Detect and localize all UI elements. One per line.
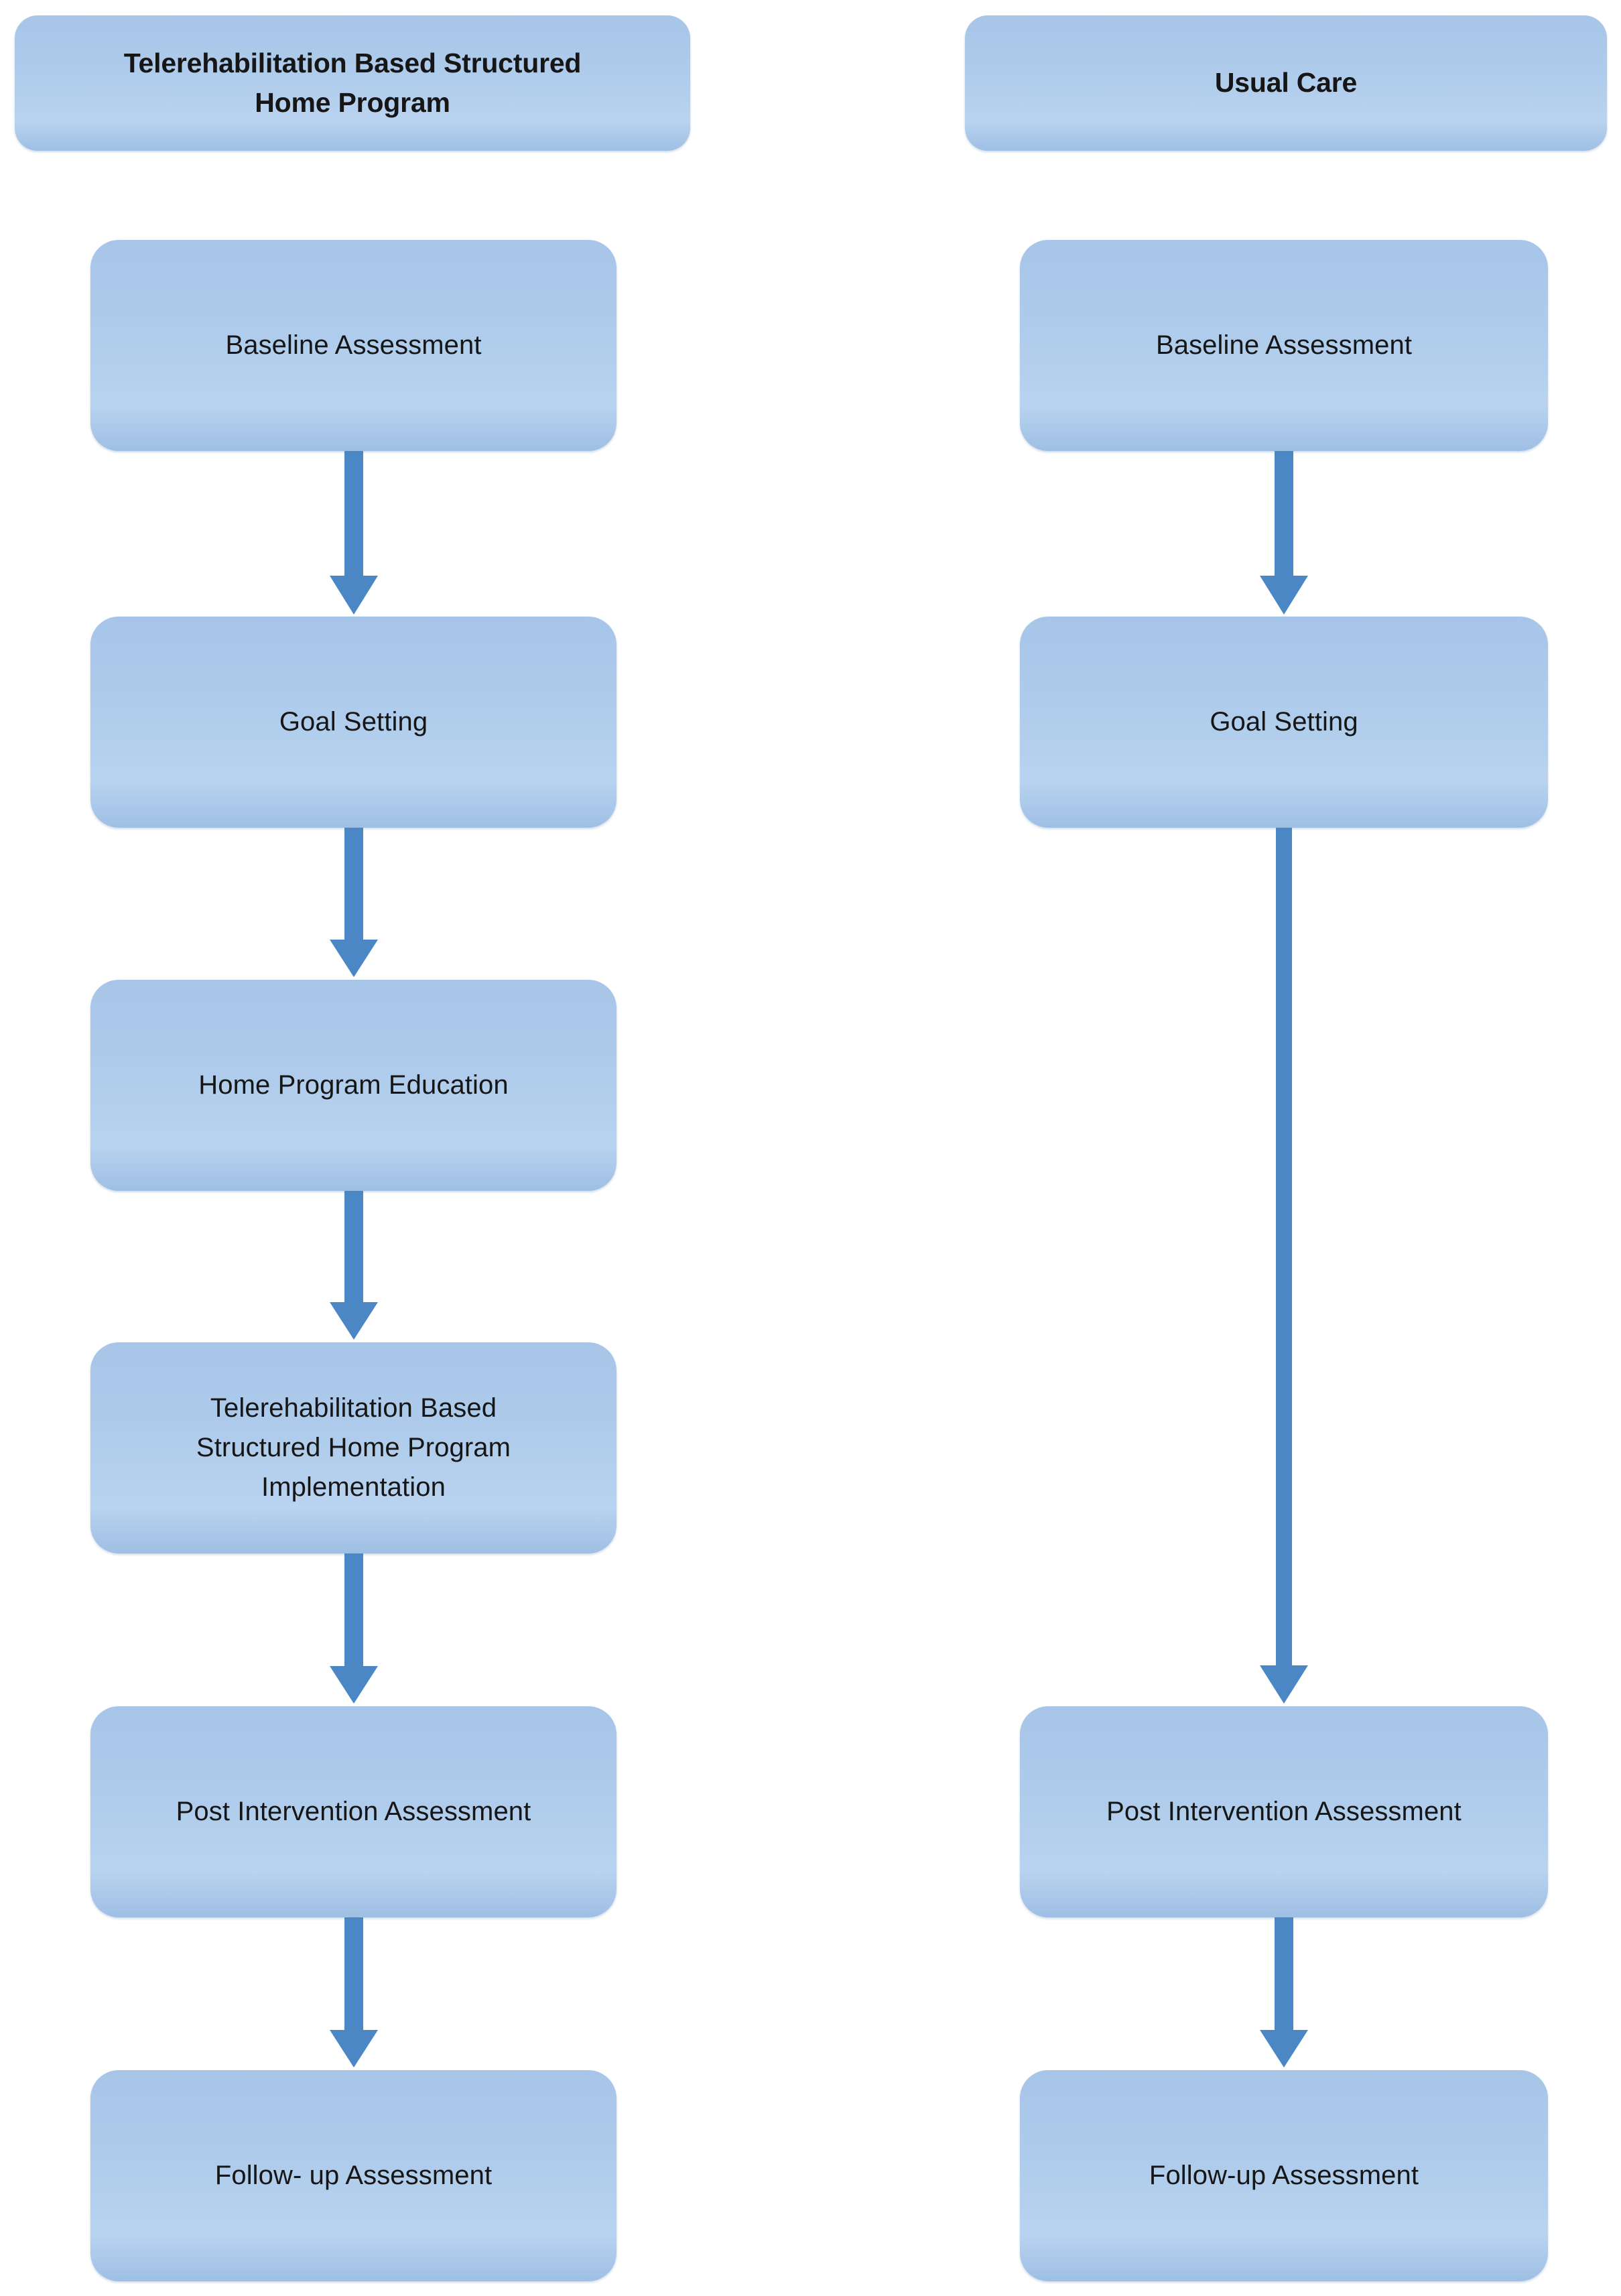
arrow-goal-to-post-right-long-glyph	[1260, 828, 1308, 1704]
arrow-baseline-to-goal-left	[320, 451, 387, 617]
column-header-usual-care-label: Usual Care	[1214, 67, 1358, 99]
arrow-baseline-to-goal-right-glyph	[1260, 451, 1308, 615]
arrow-implementation-to-post-left-glyph	[330, 1553, 378, 1704]
node-post-intervention-assessment-right[interactable]: Post Intervention Assessment	[1020, 1706, 1548, 1917]
node-goal-setting-right[interactable]: Goal Setting	[1020, 617, 1548, 828]
node-post-intervention-assessment-left[interactable]: Post Intervention Assessment	[90, 1706, 617, 1917]
arrow-post-to-followup-right	[1250, 1917, 1317, 2070]
arrow-education-to-implementation-left	[320, 1191, 387, 1342]
arrow-post-to-followup-right-glyph	[1260, 1917, 1308, 2067]
node-program-implementation[interactable]: Telerehabilitation Based Structured Home…	[90, 1342, 617, 1553]
arrow-goal-to-education-left	[320, 828, 387, 980]
node-post-intervention-assessment-left-label: Post Intervention Assessment	[176, 1796, 531, 1826]
node-baseline-assessment-left[interactable]: Baseline Assessment	[90, 240, 617, 451]
column-header-telerehabilitation-label: Telerehabilitation Based Structured Home…	[123, 47, 582, 118]
arrow-education-to-implementation-left-glyph	[330, 1191, 378, 1340]
node-follow-up-assessment-right-label: Follow-up Assessment	[1149, 2160, 1419, 2190]
arrow-post-to-followup-left-glyph	[330, 1917, 378, 2067]
node-baseline-assessment-right-label: Baseline Assessment	[1155, 330, 1413, 360]
column-header-usual-care: Usual Care	[965, 15, 1607, 151]
arrow-goal-to-education-left-glyph	[330, 828, 378, 977]
node-post-intervention-assessment-right-label: Post Intervention Assessment	[1106, 1796, 1462, 1826]
node-goal-setting-right-label: Goal Setting	[1210, 706, 1358, 737]
node-program-implementation-label: Telerehabilitation Based Structured Home…	[196, 1393, 511, 1503]
arrow-baseline-to-goal-right	[1250, 451, 1317, 617]
column-header-telerehabilitation: Telerehabilitation Based Structured Home…	[15, 15, 690, 151]
node-baseline-assessment-left-label: Baseline Assessment	[225, 330, 482, 360]
arrow-goal-to-post-right-long	[1250, 828, 1317, 1706]
node-goal-setting-left-label: Goal Setting	[279, 706, 428, 737]
node-home-program-education[interactable]: Home Program Education	[90, 980, 617, 1191]
arrow-baseline-to-goal-left-glyph	[330, 451, 378, 615]
node-goal-setting-left[interactable]: Goal Setting	[90, 617, 617, 828]
node-home-program-education-label: Home Program Education	[198, 1070, 509, 1100]
node-follow-up-assessment-right[interactable]: Follow-up Assessment	[1020, 2070, 1548, 2281]
column-telerehabilitation-arm: Telerehabilitation Based Structured Home…	[0, 0, 737, 2296]
node-baseline-assessment-right[interactable]: Baseline Assessment	[1020, 240, 1548, 451]
node-follow-up-assessment-left[interactable]: Follow- up Assessment	[90, 2070, 617, 2281]
arrow-post-to-followup-left	[320, 1917, 387, 2070]
node-follow-up-assessment-left-label: Follow- up Assessment	[214, 2160, 493, 2190]
arrow-implementation-to-post-left	[320, 1553, 387, 1706]
column-usual-care-arm: Usual Care Baseline Assessment Goal Sett…	[737, 0, 1621, 2296]
